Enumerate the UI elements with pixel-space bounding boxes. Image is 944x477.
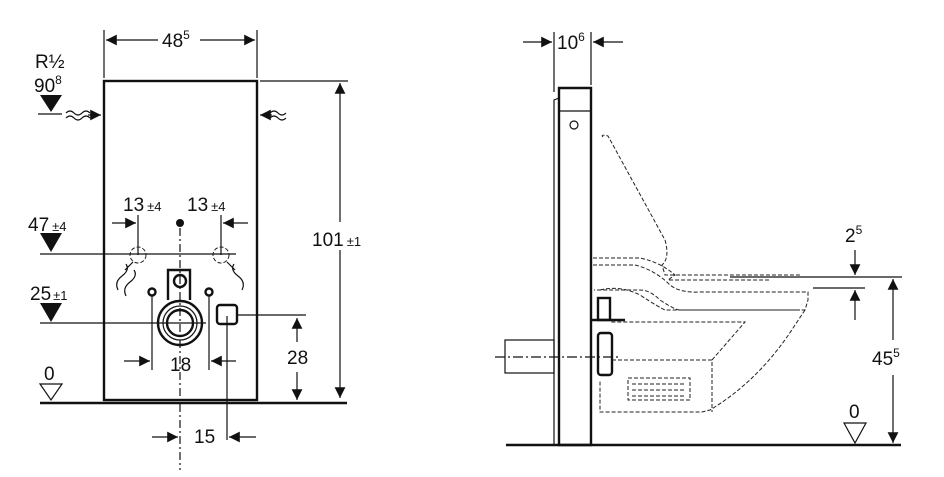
- connection-label: R½: [35, 52, 65, 73]
- socket-offset-dimension: 15: [194, 427, 215, 448]
- seat-gap-dimension: 25: [845, 223, 863, 247]
- width-dimension: 485: [162, 28, 190, 52]
- drain-pipe: [504, 339, 555, 374]
- level-marker-icon: [40, 303, 62, 322]
- supply-height-dimension: 47±4: [28, 215, 67, 236]
- toilet-bowl-outline: [593, 134, 809, 413]
- outlet-pipe: [156, 299, 204, 347]
- level-marker-icon: [40, 95, 62, 112]
- supply-hose-icon: [226, 261, 244, 291]
- floor-level-label: 0: [849, 402, 860, 423]
- supply-hose-icon: [116, 261, 136, 297]
- level-marker-icon: [40, 233, 62, 252]
- socket-height-dimension: 28: [287, 348, 308, 369]
- depth-dimension: 106: [557, 30, 585, 54]
- height-dimension: 101±1: [312, 230, 361, 251]
- floor-level-label: 0: [44, 364, 55, 385]
- side-view: 106 25 455 0: [495, 30, 902, 447]
- water-wave-icon: [65, 110, 91, 121]
- front-view: 485 R½ 908 101±1 13±4 13±4 47±4 25±1 18 …: [28, 28, 361, 470]
- right-offset-dimension: 13±4: [187, 195, 226, 216]
- bolt-spacing-dimension: 18: [170, 355, 191, 376]
- left-offset-dimension: 13±4: [123, 195, 162, 216]
- water-height-label: 908: [34, 73, 62, 97]
- panel-side: [557, 86, 593, 447]
- outlet-height-dimension: 25±1: [30, 284, 68, 305]
- floor-level-icon: [38, 383, 64, 402]
- seat-height-dimension: 455: [872, 346, 900, 370]
- water-wave-icon: [269, 110, 287, 121]
- floor-level-icon: [842, 422, 868, 445]
